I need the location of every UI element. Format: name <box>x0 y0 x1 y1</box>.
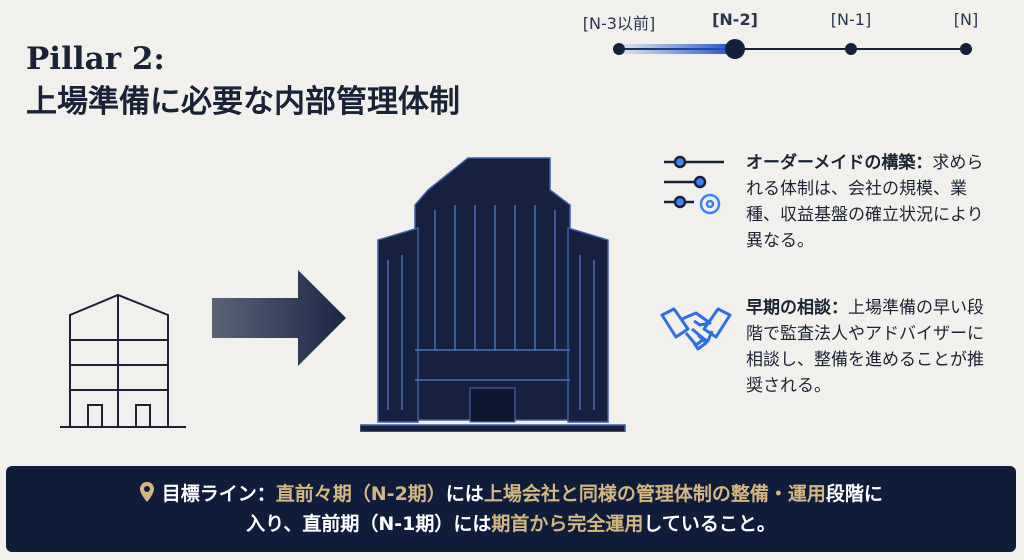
timeline-node-n1[interactable] <box>845 43 857 55</box>
title-line-2: 上場準備に必要な内部管理体制 <box>26 84 460 120</box>
small-building-icon <box>60 293 186 428</box>
point-text: 早期の相談：上場準備の早い段階で監査法人やアドバイザーに相談し、整備を進めること… <box>746 298 984 396</box>
timeline-node-n[interactable] <box>960 43 972 55</box>
timeline-label-n2: [N-2] <box>712 10 758 29</box>
point-custom-build: オーダーメイドの構築：求められる体制は、会社の規模、業種、収益基盤の確立状況によ… <box>660 150 1000 254</box>
banner-text: していること。 <box>643 513 776 535</box>
point-text: オーダーメイドの構築：求められる体制は、会社の規模、業種、収益基盤の確立状況によ… <box>746 153 984 251</box>
timeline-progress <box>619 44 735 54</box>
banner-highlight: 期首から完全運用 <box>491 513 644 535</box>
handshake-icon <box>660 307 732 351</box>
title-line-1: Pillar 2: <box>26 41 165 77</box>
target-line-banner: 目標ライン：直前々期（N-2期）には上場会社と同様の管理体制の整備・運用段階に … <box>6 466 1016 552</box>
banner-highlight: 直前々期（N-2期） <box>275 483 446 505</box>
banner-text: には <box>445 483 484 505</box>
timeline-label-n: [N] <box>953 10 979 29</box>
banner-text: 入り、直前期（N-1期）には <box>246 513 492 535</box>
timeline-node-n3[interactable] <box>613 43 625 55</box>
banner-text: 段階に <box>825 483 883 505</box>
arrow-right-icon <box>212 270 346 366</box>
timeline-label-n3: [N-3以前] <box>582 14 656 33</box>
timeline-label-n1: [N-1] <box>830 10 872 29</box>
large-building-icon <box>360 157 626 432</box>
location-pin-icon <box>140 482 155 502</box>
banner-label: 目標ライン： <box>161 483 276 505</box>
page-title: Pillar 2: 上場準備に必要な内部管理体制 <box>26 38 460 124</box>
banner-highlight: 上場会社と同様の管理体制の整備・運用 <box>483 483 826 505</box>
timeline-node-n2[interactable] <box>725 39 745 59</box>
point-early-consult: 早期の相談：上場準備の早い段階で監査法人やアドバイザーに相談し、整備を進めること… <box>660 295 1000 399</box>
sliders-gear-icon <box>664 155 724 215</box>
timeline <box>613 39 972 59</box>
